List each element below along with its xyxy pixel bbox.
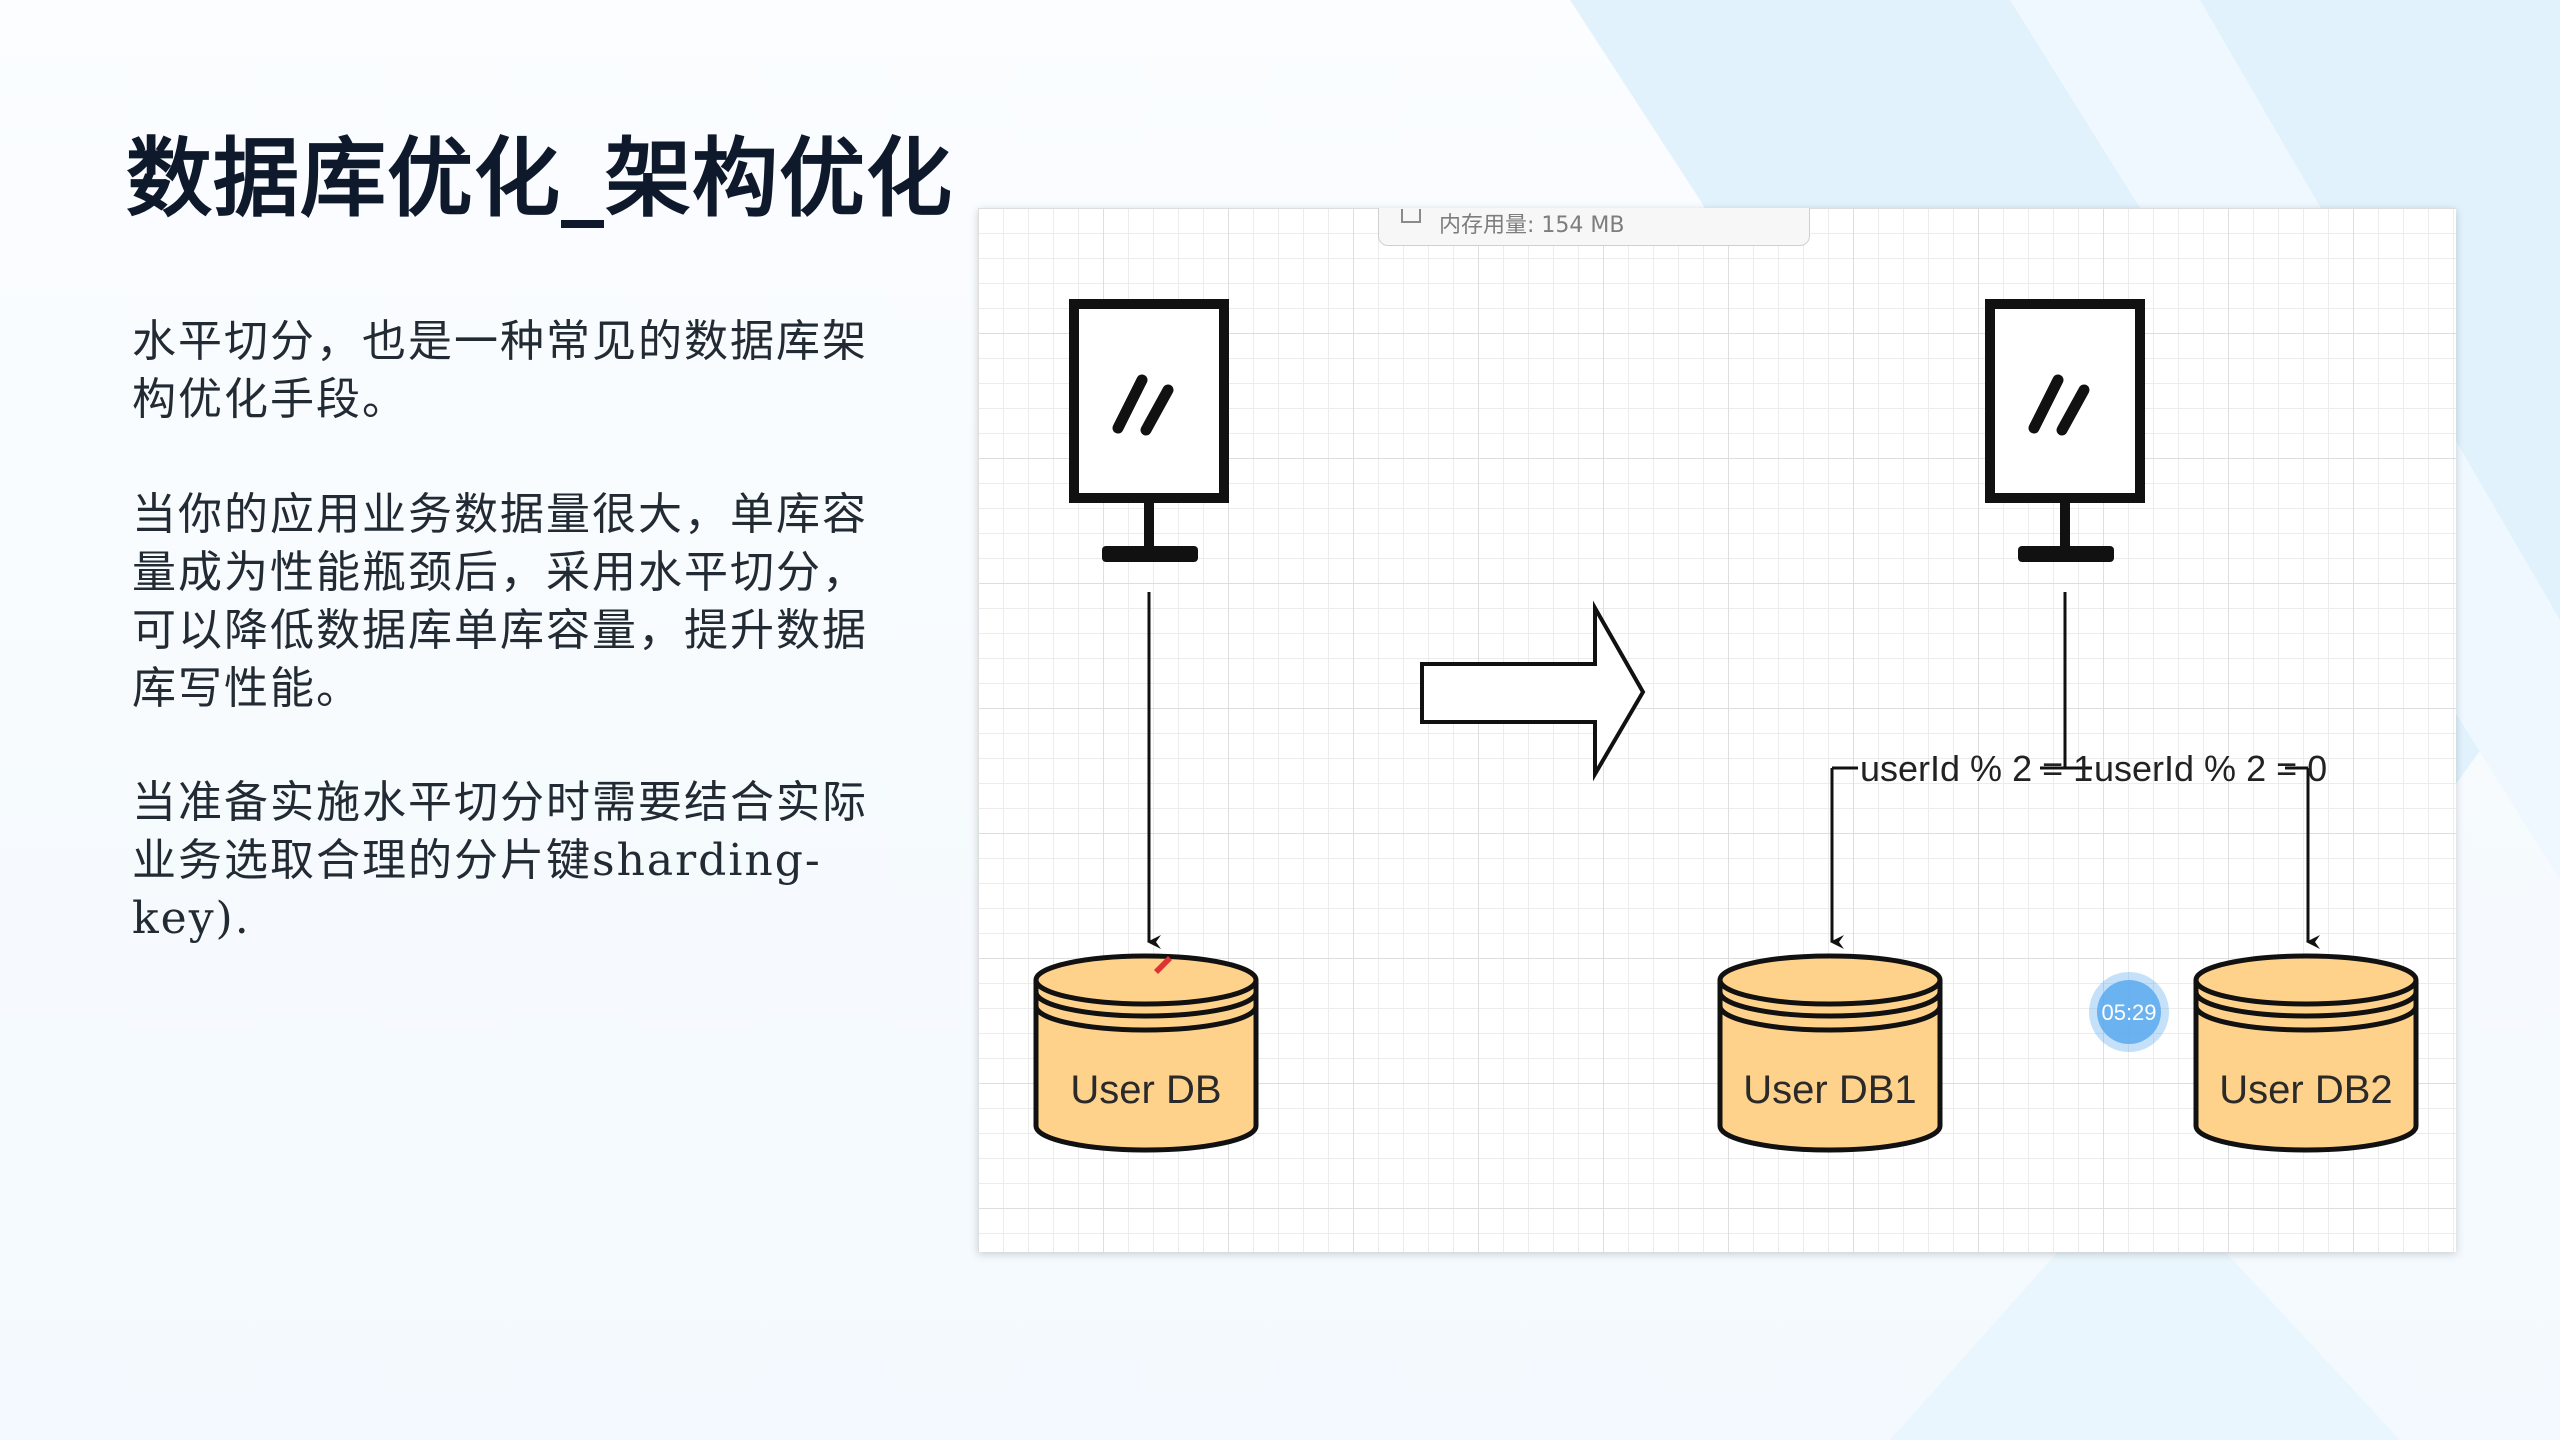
paragraph-horizontal-sharding: 水平切分，也是一种常见的数据库架构优化手段。 (132, 316, 868, 425)
paragraph-sharding-key: 当准备实施水平切分时需要结合实际业务选取合理的分片键sharding-key). (132, 777, 868, 944)
database-user-db2: User DB2 (2193, 953, 2419, 1153)
recording-timer-badge[interactable]: 05:29 (2089, 972, 2169, 1052)
memory-icon (1401, 209, 1421, 223)
db-label-user-db: User DB (1070, 1068, 1221, 1112)
diagram-canvas: userId % 2 = 1 userId % 2 = 0 User DB Us… (1033, 299, 2419, 1153)
slide-title: 数据库优化_架构优化 (126, 129, 953, 229)
shard-connectors (1830, 592, 2320, 949)
client-monitor-icon-left (1069, 299, 1229, 562)
transition-arrow (1420, 600, 1646, 782)
edge-label-even: userId % 2 = 0 (2094, 748, 2327, 789)
sharding-diagram: 内存用量: 154 MB (978, 208, 2456, 1252)
timer-text: 05:29 (2101, 1000, 2156, 1025)
pen-cursor-icon (1154, 956, 1172, 974)
client-monitor-icon-right (1985, 299, 2145, 562)
db-label-user-db2: User DB2 (2219, 1068, 2392, 1112)
database-user-db1: User DB1 (1717, 953, 1943, 1153)
database-user-db: User DB (1033, 953, 1259, 1153)
memory-usage-tab: 内存用量: 154 MB (1378, 208, 1810, 246)
db-label-user-db1: User DB1 (1743, 1068, 1916, 1112)
memory-usage-text: 内存用量: 154 MB (1439, 213, 1625, 238)
edge-label-odd: userId % 2 = 1 (1860, 748, 2093, 789)
paragraph-when-to-shard: 当你的应用业务数据量很大，单库容量成为性能瓶颈后，采用水平切分，可以降低数据库单… (132, 489, 868, 714)
